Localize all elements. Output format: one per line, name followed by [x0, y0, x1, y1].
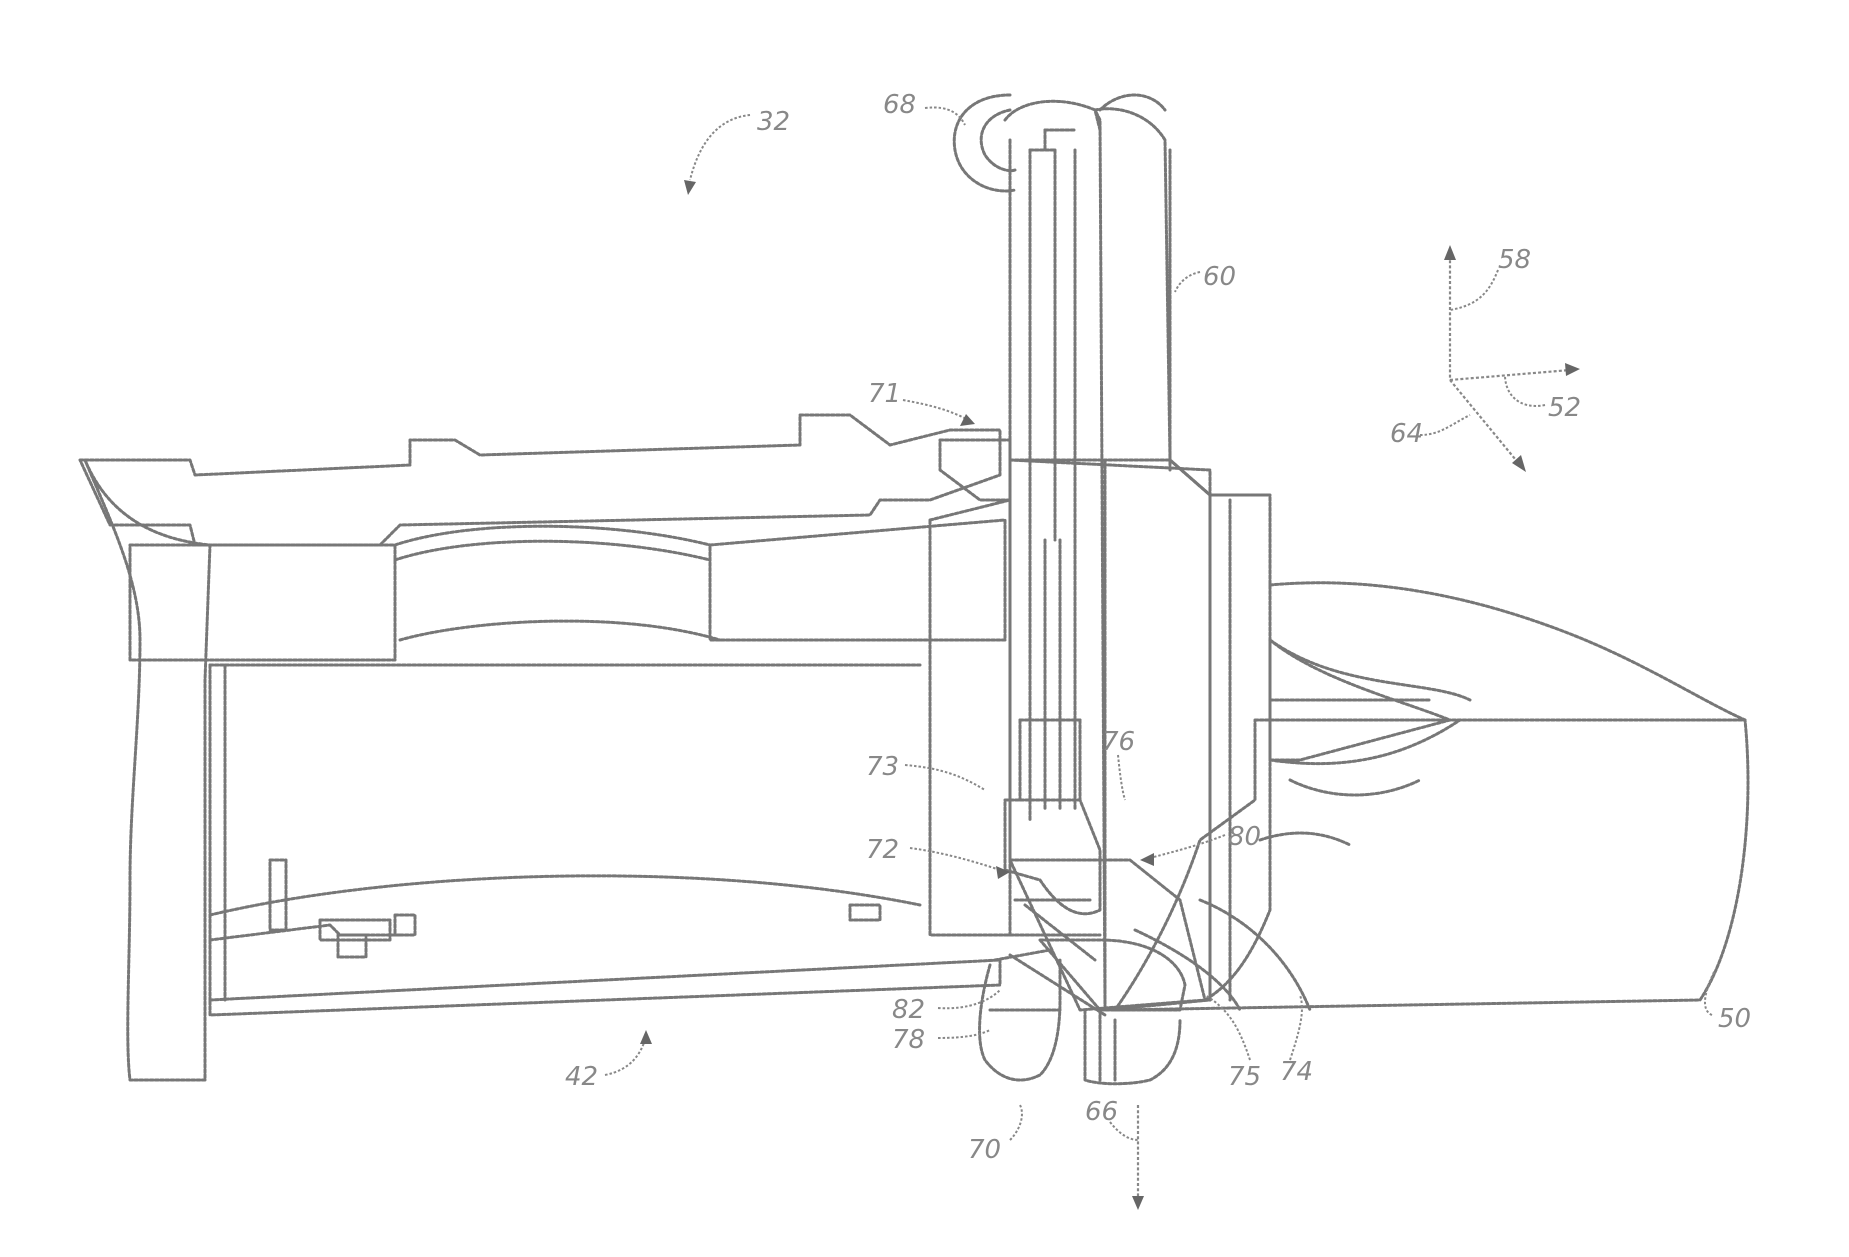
leader-lines — [605, 107, 1715, 1140]
label-82: 82 — [892, 995, 925, 1025]
coordinate-axes — [1444, 245, 1580, 472]
axis-arrow-up-icon — [1444, 245, 1456, 260]
label-80: 80 — [1228, 822, 1261, 852]
label-58: 58 — [1498, 245, 1531, 275]
label-72: 72 — [866, 835, 899, 865]
label-68: 68 — [883, 90, 916, 120]
label-76: 76 — [1102, 727, 1135, 757]
label-73: 73 — [866, 752, 899, 782]
label-78: 78 — [892, 1025, 925, 1055]
label-52: 52 — [1548, 393, 1581, 423]
label-42: 42 — [565, 1062, 598, 1092]
central-flange — [1010, 460, 1270, 1010]
label-50: 50 — [1718, 1004, 1751, 1034]
vertical-rod — [1095, 109, 1210, 1010]
label-66: 66 — [1085, 1097, 1118, 1127]
label-60: 60 — [1203, 262, 1236, 292]
axis-66-arrow-icon — [1132, 1196, 1144, 1210]
label-74: 74 — [1280, 1057, 1313, 1087]
label-70: 70 — [968, 1135, 1001, 1165]
label-64: 64 — [1390, 419, 1423, 449]
axis-arrow-right-icon — [1565, 363, 1580, 376]
label-32: 32 — [757, 107, 790, 137]
axis-66 — [1132, 1105, 1144, 1210]
left-housing — [80, 415, 1010, 1080]
label-71: 71 — [868, 379, 901, 409]
label-75: 75 — [1228, 1062, 1261, 1092]
